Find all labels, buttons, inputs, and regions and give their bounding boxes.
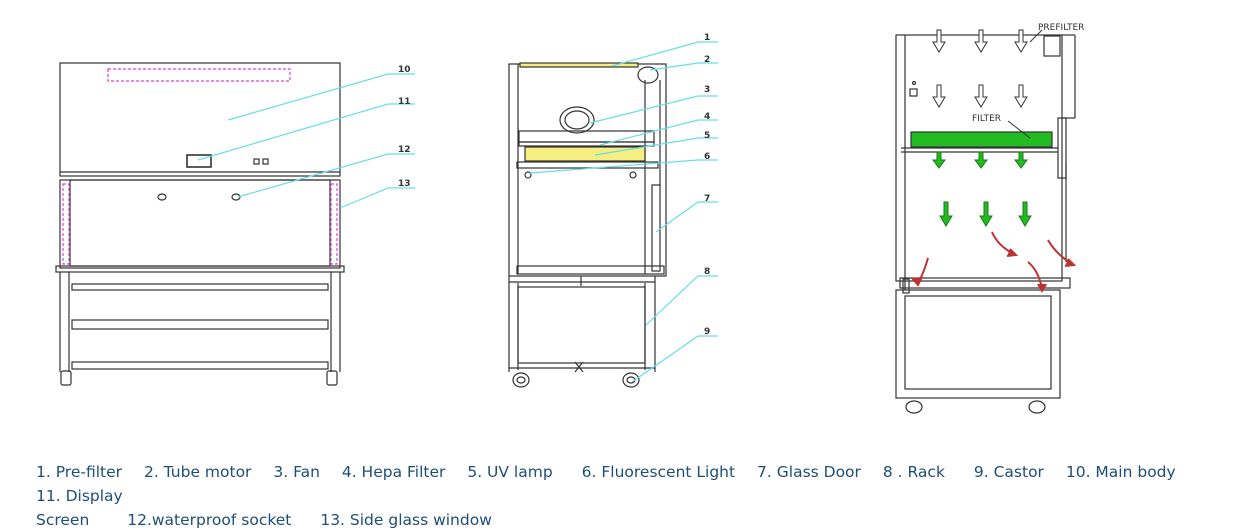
castor-front-left	[60, 370, 72, 386]
filter-pointer	[1007, 120, 1031, 139]
parts-legend: 1. Pre-filter 2. Tube motor 3. Fan 4. He…	[36, 460, 1236, 532]
legend-item: 7. Glass Door	[757, 463, 861, 481]
legend-item: 5. UV lamp	[467, 463, 553, 481]
front-view	[55, 62, 345, 386]
castor-airflow-right	[1028, 400, 1046, 414]
filter-label: FILTER	[972, 114, 1001, 124]
legend-item: 2. Tube motor	[143, 463, 252, 481]
label-13: 13	[398, 179, 411, 189]
label-11: 11	[398, 97, 411, 107]
front-rack	[71, 283, 329, 291]
leader-lines	[197, 41, 718, 383]
legend-item: 1. Pre-filter	[36, 463, 123, 481]
filtered-air-arrows	[932, 151, 1032, 227]
legend-item: 3. Fan	[273, 463, 320, 481]
legend-item: 4. Hepa Filter	[341, 463, 446, 481]
tube-motor	[637, 66, 659, 84]
fluorescent-light-right	[629, 171, 637, 179]
castor-airflow-left	[905, 400, 923, 414]
prefilter-pointer	[1029, 29, 1043, 43]
label-9: 9	[704, 327, 710, 337]
label-2: 2	[704, 55, 710, 65]
label-1: 1	[704, 33, 710, 43]
side-rack	[517, 286, 646, 364]
switch-a	[253, 158, 260, 165]
legend-item: 11. Display	[36, 487, 123, 505]
waterproof-socket-left	[157, 193, 167, 201]
fluorescent-light-left	[524, 171, 532, 179]
work-area	[59, 179, 341, 269]
cabinet-diagram: 10 11 12 13 1 2 3 4 5 6 7 8 9 PREFILTER …	[55, 23, 1084, 414]
side-view	[508, 62, 667, 388]
label-7: 7	[704, 194, 710, 204]
legend-item: Screen	[36, 511, 90, 529]
label-3: 3	[704, 85, 710, 95]
label-5: 5	[704, 131, 710, 141]
prefilter-bar	[519, 62, 639, 68]
castor-side-right	[622, 372, 640, 388]
display-screen	[186, 154, 212, 168]
legend-item: 9. Castor	[973, 463, 1044, 481]
label-4: 4	[704, 112, 710, 122]
castor-front-right	[326, 370, 338, 386]
legend-item: 12.waterproof socket	[127, 511, 292, 529]
label-12: 12	[398, 145, 411, 155]
switch-b	[262, 158, 269, 165]
label-6: 6	[704, 152, 710, 162]
label-8: 8	[704, 267, 710, 277]
label-10: 10	[398, 65, 411, 75]
glass-door	[651, 184, 661, 272]
legend-item: 10. Main body	[1065, 463, 1176, 481]
side-glass-window-left	[62, 183, 70, 265]
top-indicator-strip	[107, 68, 291, 82]
exhaust-arrows	[911, 231, 1077, 294]
legend-item: 13. Side glass window	[320, 511, 492, 529]
legend-item: 8 . Rack	[882, 463, 945, 481]
hepa-filter	[524, 146, 646, 162]
main-body	[59, 62, 341, 177]
side-glass-window-right	[330, 183, 338, 265]
fan	[559, 106, 595, 134]
castor-side-left	[512, 372, 530, 388]
hepa-filter-green	[910, 131, 1053, 148]
legend-item: 6. Fluorescent Light	[581, 463, 736, 481]
inflow-arrows	[932, 29, 1028, 108]
prefilter-label: PREFILTER	[1038, 23, 1084, 33]
